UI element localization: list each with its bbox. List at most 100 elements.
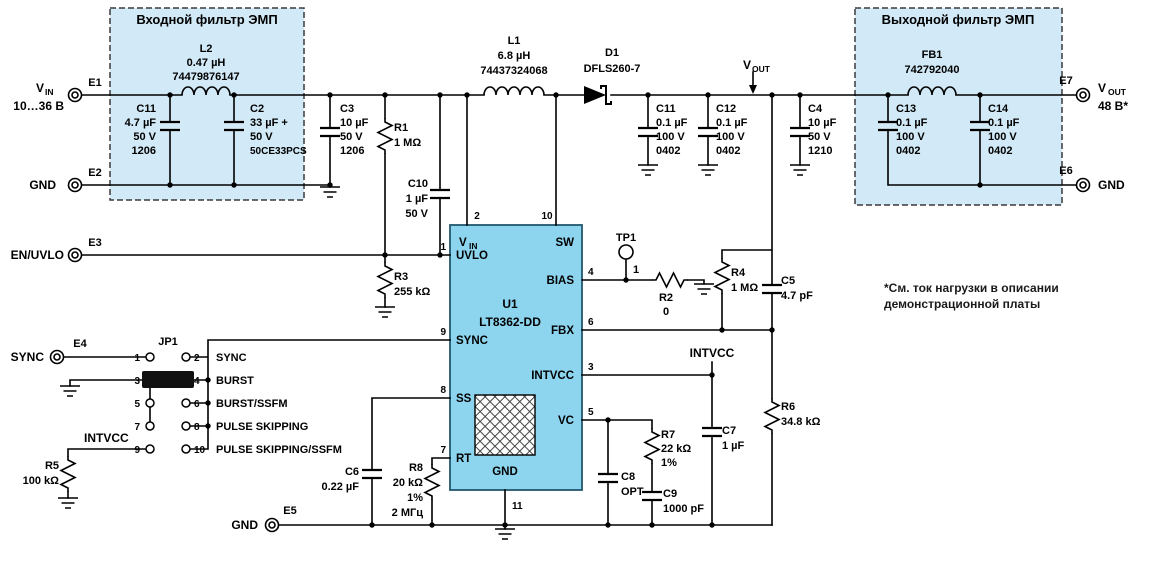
c9-label-1: 1000 pF — [663, 503, 704, 515]
capacitor-c3 — [318, 126, 342, 138]
r7-label-1: 22 kΩ — [661, 443, 691, 455]
jp1-row-pulse-skipping: PULSE SKIPPING — [216, 421, 308, 433]
resistor-r1 — [377, 117, 393, 155]
tp1-pad — [618, 244, 634, 260]
c14-label-1: 0.1 µF — [988, 117, 1020, 129]
u1-exposed-pad — [474, 394, 536, 456]
jp1-num-3: 3 — [134, 376, 140, 387]
c5-label-1: 4.7 pF — [781, 290, 813, 302]
vout-arrowhead-icon — [749, 85, 757, 94]
note-line-0: *См. ток нагрузки в описании — [884, 281, 1059, 295]
diode-d1-schottky-bar — [600, 85, 612, 105]
jp1-pin-7 — [145, 421, 155, 431]
input-filter-title: Входной фильтр ЭМП — [136, 12, 277, 27]
u1-pin-name-fbx: FBX — [551, 325, 574, 337]
u1-pin-name-rt: RT — [456, 453, 471, 465]
e5-ref: E5 — [283, 505, 296, 517]
c2-label-3: 50CE33PCS — [250, 146, 307, 157]
junction-dot — [605, 522, 611, 528]
c4-label-2: 50 V — [808, 131, 831, 143]
output-filter-outline — [854, 7, 1063, 206]
junction-dot — [205, 423, 211, 429]
l1-label-0: L1 — [508, 35, 521, 47]
c12-label-0: C12 — [716, 103, 736, 115]
c11in-label-2: 50 V — [133, 131, 156, 143]
gnd-symbol-c11out — [637, 164, 659, 176]
c7-label-0: C7 — [722, 425, 736, 437]
wire-ss — [371, 397, 451, 526]
resistor-r2 — [651, 272, 689, 288]
capacitor-c10 — [428, 188, 452, 200]
gnd-symbol-c3 — [319, 186, 341, 198]
inductor-l1 — [483, 86, 545, 96]
c11out-label-2: 100 V — [656, 131, 685, 143]
r2-label-1: 0 — [663, 306, 669, 318]
c14-label-0: C14 — [988, 103, 1009, 115]
r8-label-1: 20 kΩ — [393, 477, 423, 489]
junction-dot — [769, 327, 775, 333]
r5-label-1: 100 kΩ — [23, 475, 60, 487]
jp1-pin-9 — [145, 444, 155, 454]
jp1-pin-1 — [145, 352, 155, 362]
capacitor-c6 — [360, 468, 384, 480]
terminal-e6 — [1075, 177, 1091, 193]
junction-dot — [231, 182, 237, 188]
resistor-r8 — [424, 463, 440, 501]
e2-ref: E2 — [88, 167, 101, 179]
l2-label-0: L2 — [200, 43, 213, 55]
c11out-label-3: 0402 — [656, 145, 680, 157]
e7-signal-sub: OUT — [1108, 87, 1127, 97]
jp1-pin-2 — [181, 352, 191, 362]
c13-label-1: 0.1 µF — [896, 117, 928, 129]
l2-label-2: 74479876147 — [172, 71, 239, 83]
u1-pin-name-sync: SYNC — [456, 335, 488, 347]
c10-label-0: C10 — [408, 178, 428, 190]
junction-dot — [437, 252, 443, 258]
r8-label-3: 2 МГц — [392, 507, 424, 519]
u1-pin-num-2: 2 — [474, 211, 480, 222]
e7-signal: V — [1098, 81, 1106, 95]
diode-d1-triangle — [584, 86, 606, 104]
r7-label-2: 1% — [661, 457, 677, 469]
e6-signal: GND — [1098, 178, 1125, 192]
junction-dot — [429, 522, 435, 528]
wire-vc — [581, 419, 653, 526]
u1-pin-num-1: 1 — [440, 242, 446, 253]
junction-dot — [205, 400, 211, 406]
terminal-e3 — [67, 247, 83, 263]
jp1-jumper-shunt[interactable] — [142, 371, 194, 388]
vout-net-label: V — [743, 58, 751, 72]
c13-label-3: 0402 — [896, 145, 920, 157]
r4-label-1: 1 МΩ — [731, 282, 758, 294]
jp1-num-5: 5 — [134, 399, 140, 410]
junction-dot — [977, 92, 983, 98]
e4-ref: E4 — [73, 338, 87, 350]
c4-label-0: C4 — [808, 103, 823, 115]
r7-label-0: R7 — [661, 429, 675, 441]
e2-signal: GND — [29, 178, 56, 192]
junction-dot — [769, 92, 775, 98]
jp1-num-2: 2 — [194, 353, 200, 364]
u1-pin-name-intvcc: INTVCC — [531, 370, 574, 382]
capacitor-c7 — [700, 426, 724, 438]
jp1-row-pulse-skipping-ssfm: PULSE SKIPPING/SSFM — [216, 444, 342, 456]
capacitor-c8 — [596, 472, 620, 484]
junction-dot — [605, 417, 611, 423]
terminal-e2 — [67, 177, 83, 193]
r6-label-1: 34.8 kΩ — [781, 416, 821, 428]
junction-dot — [623, 277, 629, 283]
terminal-e4 — [49, 349, 65, 365]
wire-rt — [431, 457, 451, 526]
u1-pin-num-11: 11 — [512, 501, 523, 512]
c14-label-3: 0402 — [988, 145, 1012, 157]
r3-label-0: R3 — [394, 271, 408, 283]
c8-label-1: OPT — [621, 486, 644, 498]
capacitor-c12 — [696, 126, 720, 138]
e3-signal: EN/UVLO — [11, 248, 64, 262]
c2-label-1: 33 µF + — [250, 117, 288, 129]
vout-arrow — [749, 85, 757, 94]
c2-label-0: C2 — [250, 103, 264, 115]
junction-dot — [382, 92, 388, 98]
test-point-tp1 — [618, 244, 634, 260]
